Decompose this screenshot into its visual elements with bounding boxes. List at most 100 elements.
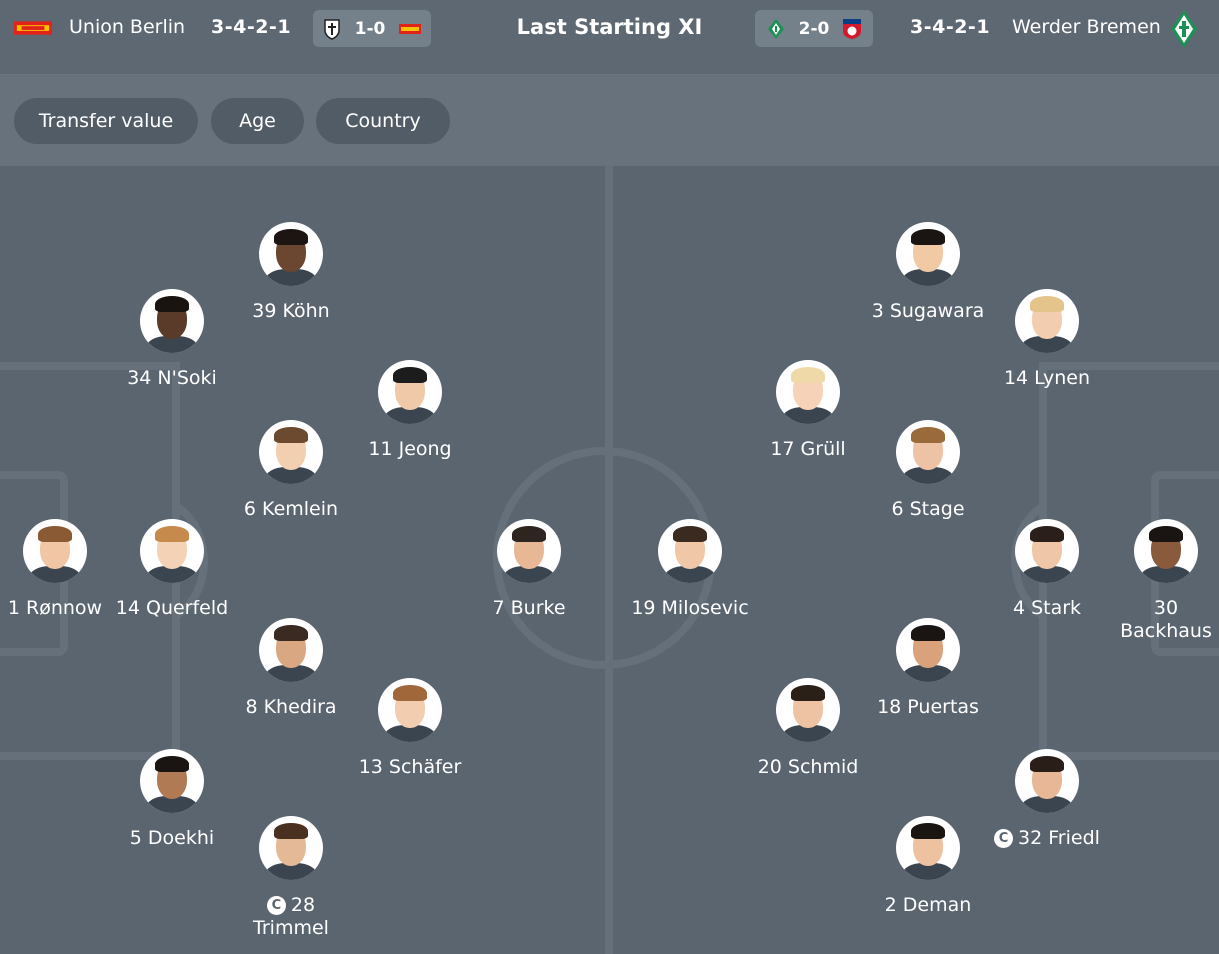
werder-bremen-crest-icon (1171, 10, 1197, 48)
player-photo[interactable] (140, 749, 204, 813)
home-player[interactable]: 6 Kemlein (216, 420, 366, 521)
heidenheim-crest-icon (843, 18, 862, 39)
player-label: 19 Milosevic (631, 597, 749, 619)
player-name[interactable]: 34 N'Soki (97, 367, 247, 390)
player-photo[interactable] (259, 816, 323, 880)
away-player[interactable]: 14 Lynen (972, 289, 1122, 390)
player-label: 13 Schäfer (358, 756, 462, 778)
player-photo[interactable] (140, 519, 204, 583)
union-berlin-crest-icon (399, 23, 422, 34)
player-name[interactable]: 19 Milosevic (615, 597, 765, 620)
player-name[interactable]: 6 Kemlein (216, 498, 366, 521)
player-name[interactable]: 7 Burke (454, 597, 604, 620)
player-name[interactable]: 17 Grüll (733, 438, 883, 461)
player-name[interactable]: 20 Schmid (733, 756, 883, 779)
player-photo[interactable] (896, 222, 960, 286)
home-last-score: 1-0 (354, 18, 386, 39)
away-player[interactable]: 17 Grüll (733, 360, 883, 461)
away-player[interactable]: 2 Deman (853, 816, 1003, 917)
home-last-match-result[interactable]: 1-0 (313, 10, 431, 47)
away-player[interactable]: 30 Backhaus (1111, 519, 1219, 643)
union-berlin-crest-icon (14, 21, 52, 35)
player-name[interactable]: 8 Khedira (216, 696, 366, 719)
player-label: 3 Sugawara (871, 300, 985, 322)
player-name[interactable]: 2 Deman (853, 894, 1003, 917)
player-name[interactable]: 5 Doekhi (97, 827, 247, 850)
home-player[interactable]: 11 Jeong (335, 360, 485, 461)
player-label: 4 Stark (1012, 597, 1082, 619)
player-name[interactable]: 14 Querfeld (97, 597, 247, 620)
filter-country[interactable]: Country (316, 98, 450, 144)
page-title: Last Starting XI (516, 15, 703, 39)
player-name[interactable]: 1 Rønnow (0, 597, 110, 620)
player-photo[interactable] (776, 360, 840, 424)
player-photo[interactable] (259, 618, 323, 682)
player-photo[interactable] (259, 222, 323, 286)
player-photo[interactable] (497, 519, 561, 583)
player-name[interactable]: 30 Backhaus (1111, 597, 1219, 643)
home-player[interactable]: 5 Doekhi (97, 749, 247, 850)
player-label: 18 Puertas (877, 696, 979, 718)
away-player[interactable]: 6 Stage (853, 420, 1003, 521)
player-photo[interactable] (776, 678, 840, 742)
home-player[interactable]: 39 Köhn (216, 222, 366, 323)
away-last-score: 2-0 (798, 18, 830, 39)
player-photo[interactable] (1134, 519, 1198, 583)
away-team-name[interactable]: Werder Bremen (1012, 16, 1161, 38)
player-name[interactable]: 14 Lynen (972, 367, 1122, 390)
player-photo[interactable] (140, 289, 204, 353)
player-photo[interactable] (658, 519, 722, 583)
home-player[interactable]: 7 Burke (454, 519, 604, 620)
werder-bremen-crest-icon (767, 18, 784, 39)
player-name[interactable]: 13 Schäfer (335, 756, 485, 779)
away-player[interactable]: 18 Puertas (853, 618, 1003, 719)
home-player[interactable]: 1 Rønnow (0, 519, 110, 620)
player-label: 2 Deman (884, 894, 972, 916)
away-last-match-result[interactable]: 2-0 (755, 10, 873, 47)
captain-badge-icon: C (994, 829, 1014, 848)
player-name[interactable]: 39 Köhn (216, 300, 366, 323)
player-photo[interactable] (378, 360, 442, 424)
away-player[interactable]: 20 Schmid (733, 678, 883, 779)
home-player[interactable]: 34 N'Soki (97, 289, 247, 390)
player-label: 34 N'Soki (127, 367, 217, 389)
player-label: 7 Burke (492, 597, 566, 619)
player-name[interactable]: 18 Puertas (853, 696, 1003, 719)
home-player[interactable]: 14 Querfeld (97, 519, 247, 620)
captain-badge-icon: C (266, 896, 286, 915)
player-photo[interactable] (1015, 749, 1079, 813)
filter-age[interactable]: Age (211, 98, 304, 144)
home-team-name[interactable]: Union Berlin (69, 16, 186, 38)
home-player[interactable]: 8 Khedira (216, 618, 366, 719)
away-player[interactable]: 19 Milosevic (615, 519, 765, 620)
monchengladbach-crest-icon (323, 18, 340, 40)
player-label: 20 Schmid (757, 756, 859, 778)
player-photo[interactable] (259, 420, 323, 484)
player-label: 8 Khedira (245, 696, 337, 718)
player-label: 28 Trimmel (253, 894, 329, 939)
player-label: 30 Backhaus (1120, 597, 1212, 642)
player-photo[interactable] (1015, 519, 1079, 583)
player-photo[interactable] (896, 816, 960, 880)
player-photo[interactable] (896, 618, 960, 682)
away-player[interactable]: 4 Stark (972, 519, 1122, 620)
player-photo[interactable] (23, 519, 87, 583)
player-photo[interactable] (896, 420, 960, 484)
home-player[interactable]: 13 Schäfer (335, 678, 485, 779)
player-photo[interactable] (1015, 289, 1079, 353)
player-label: 17 Grüll (770, 438, 846, 460)
player-name[interactable]: 3 Sugawara (853, 300, 1003, 323)
filter-transfer-value[interactable]: Transfer value (14, 98, 198, 144)
player-label: 5 Doekhi (129, 827, 215, 849)
player-name[interactable]: 11 Jeong (335, 438, 485, 461)
lineup-header: Union Berlin 3-4-2-1 1-0 Last Starting X… (0, 0, 1219, 75)
player-photo[interactable] (378, 678, 442, 742)
player-label: 6 Stage (891, 498, 965, 520)
away-player[interactable]: 3 Sugawara (853, 222, 1003, 323)
player-name[interactable]: 6 Stage (853, 498, 1003, 521)
player-name[interactable]: 4 Stark (972, 597, 1122, 620)
